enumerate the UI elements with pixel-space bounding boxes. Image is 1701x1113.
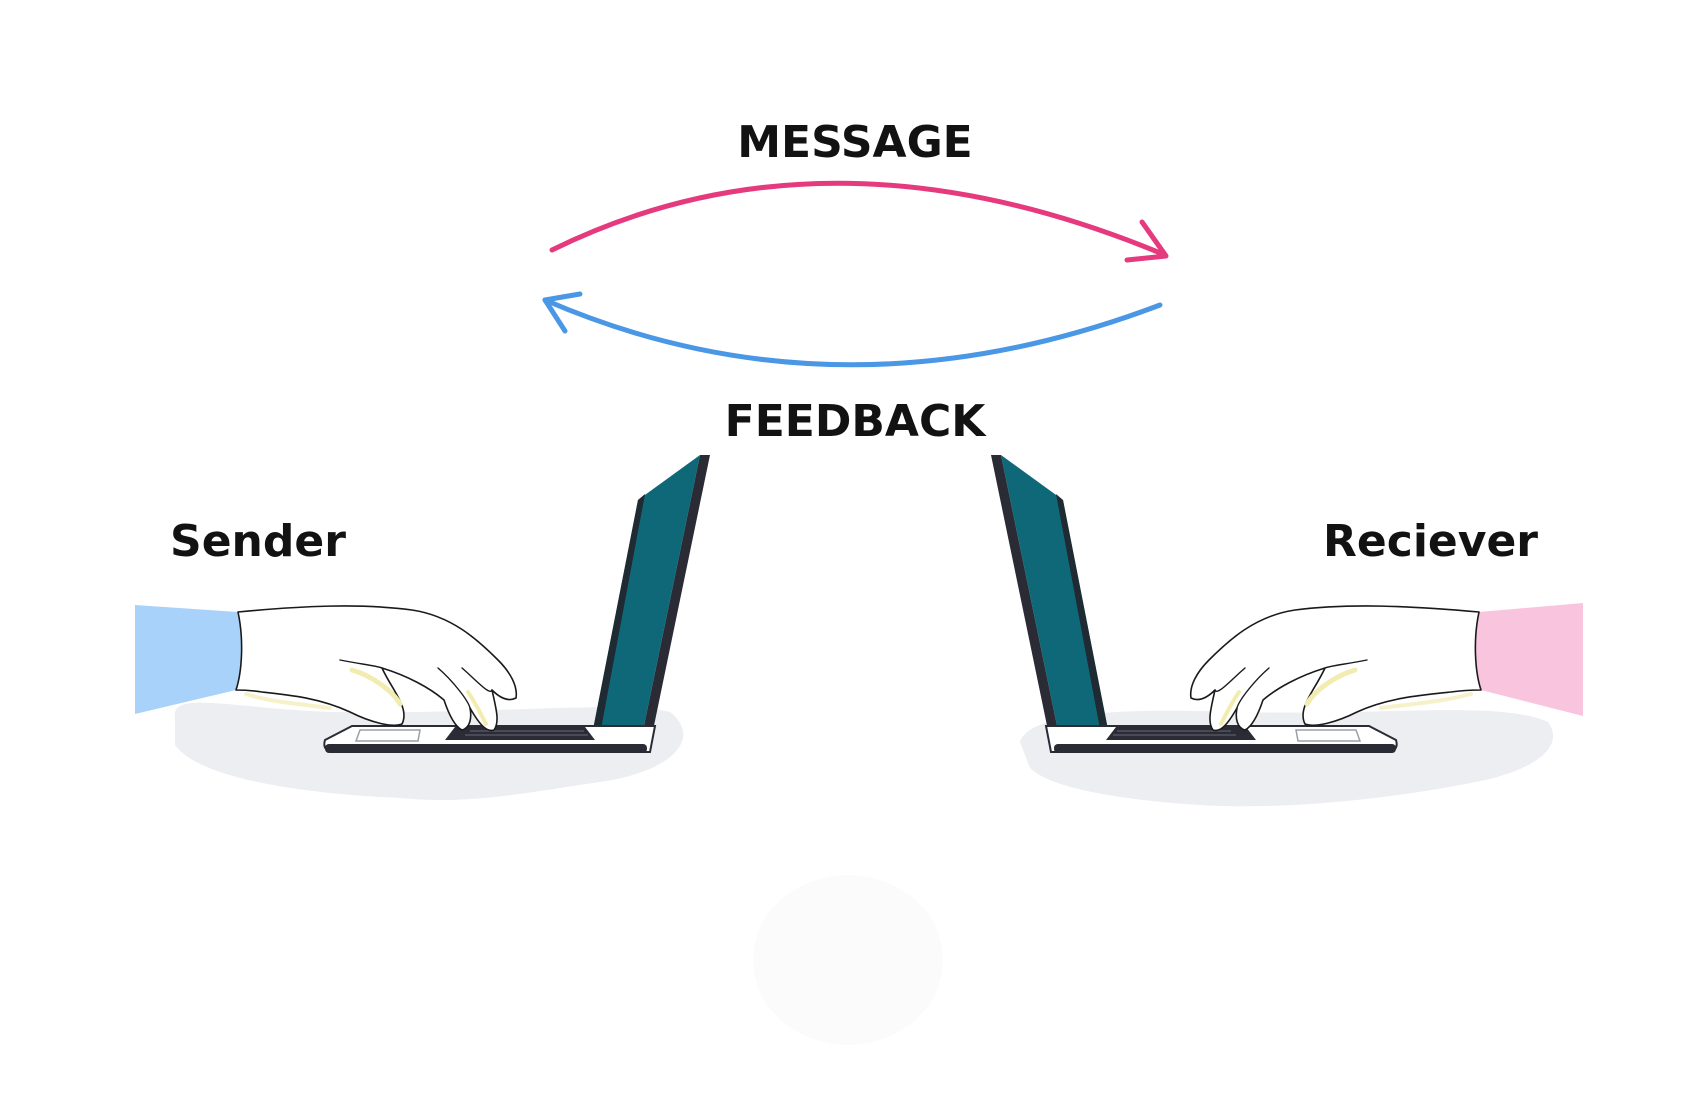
- receiver-illustration: [991, 455, 1583, 807]
- receiver-hand: [1189, 605, 1482, 732]
- receiver-sleeve: [1475, 603, 1583, 716]
- sender-laptop: [323, 455, 710, 753]
- feedback-label: FEEDBACK: [725, 396, 988, 447]
- sender-label: Sender: [170, 516, 346, 567]
- sender-hand: [235, 605, 518, 732]
- sender-illustration: [135, 455, 710, 800]
- message-arrow: [549, 180, 1169, 263]
- message-label: MESSAGE: [737, 117, 972, 168]
- sender-sleeve: [135, 605, 242, 714]
- floor-glow: [753, 875, 943, 1045]
- receiver-laptop: [991, 455, 1398, 753]
- receiver-label: Reciever: [1323, 516, 1538, 567]
- feedback-arrow: [542, 291, 1163, 368]
